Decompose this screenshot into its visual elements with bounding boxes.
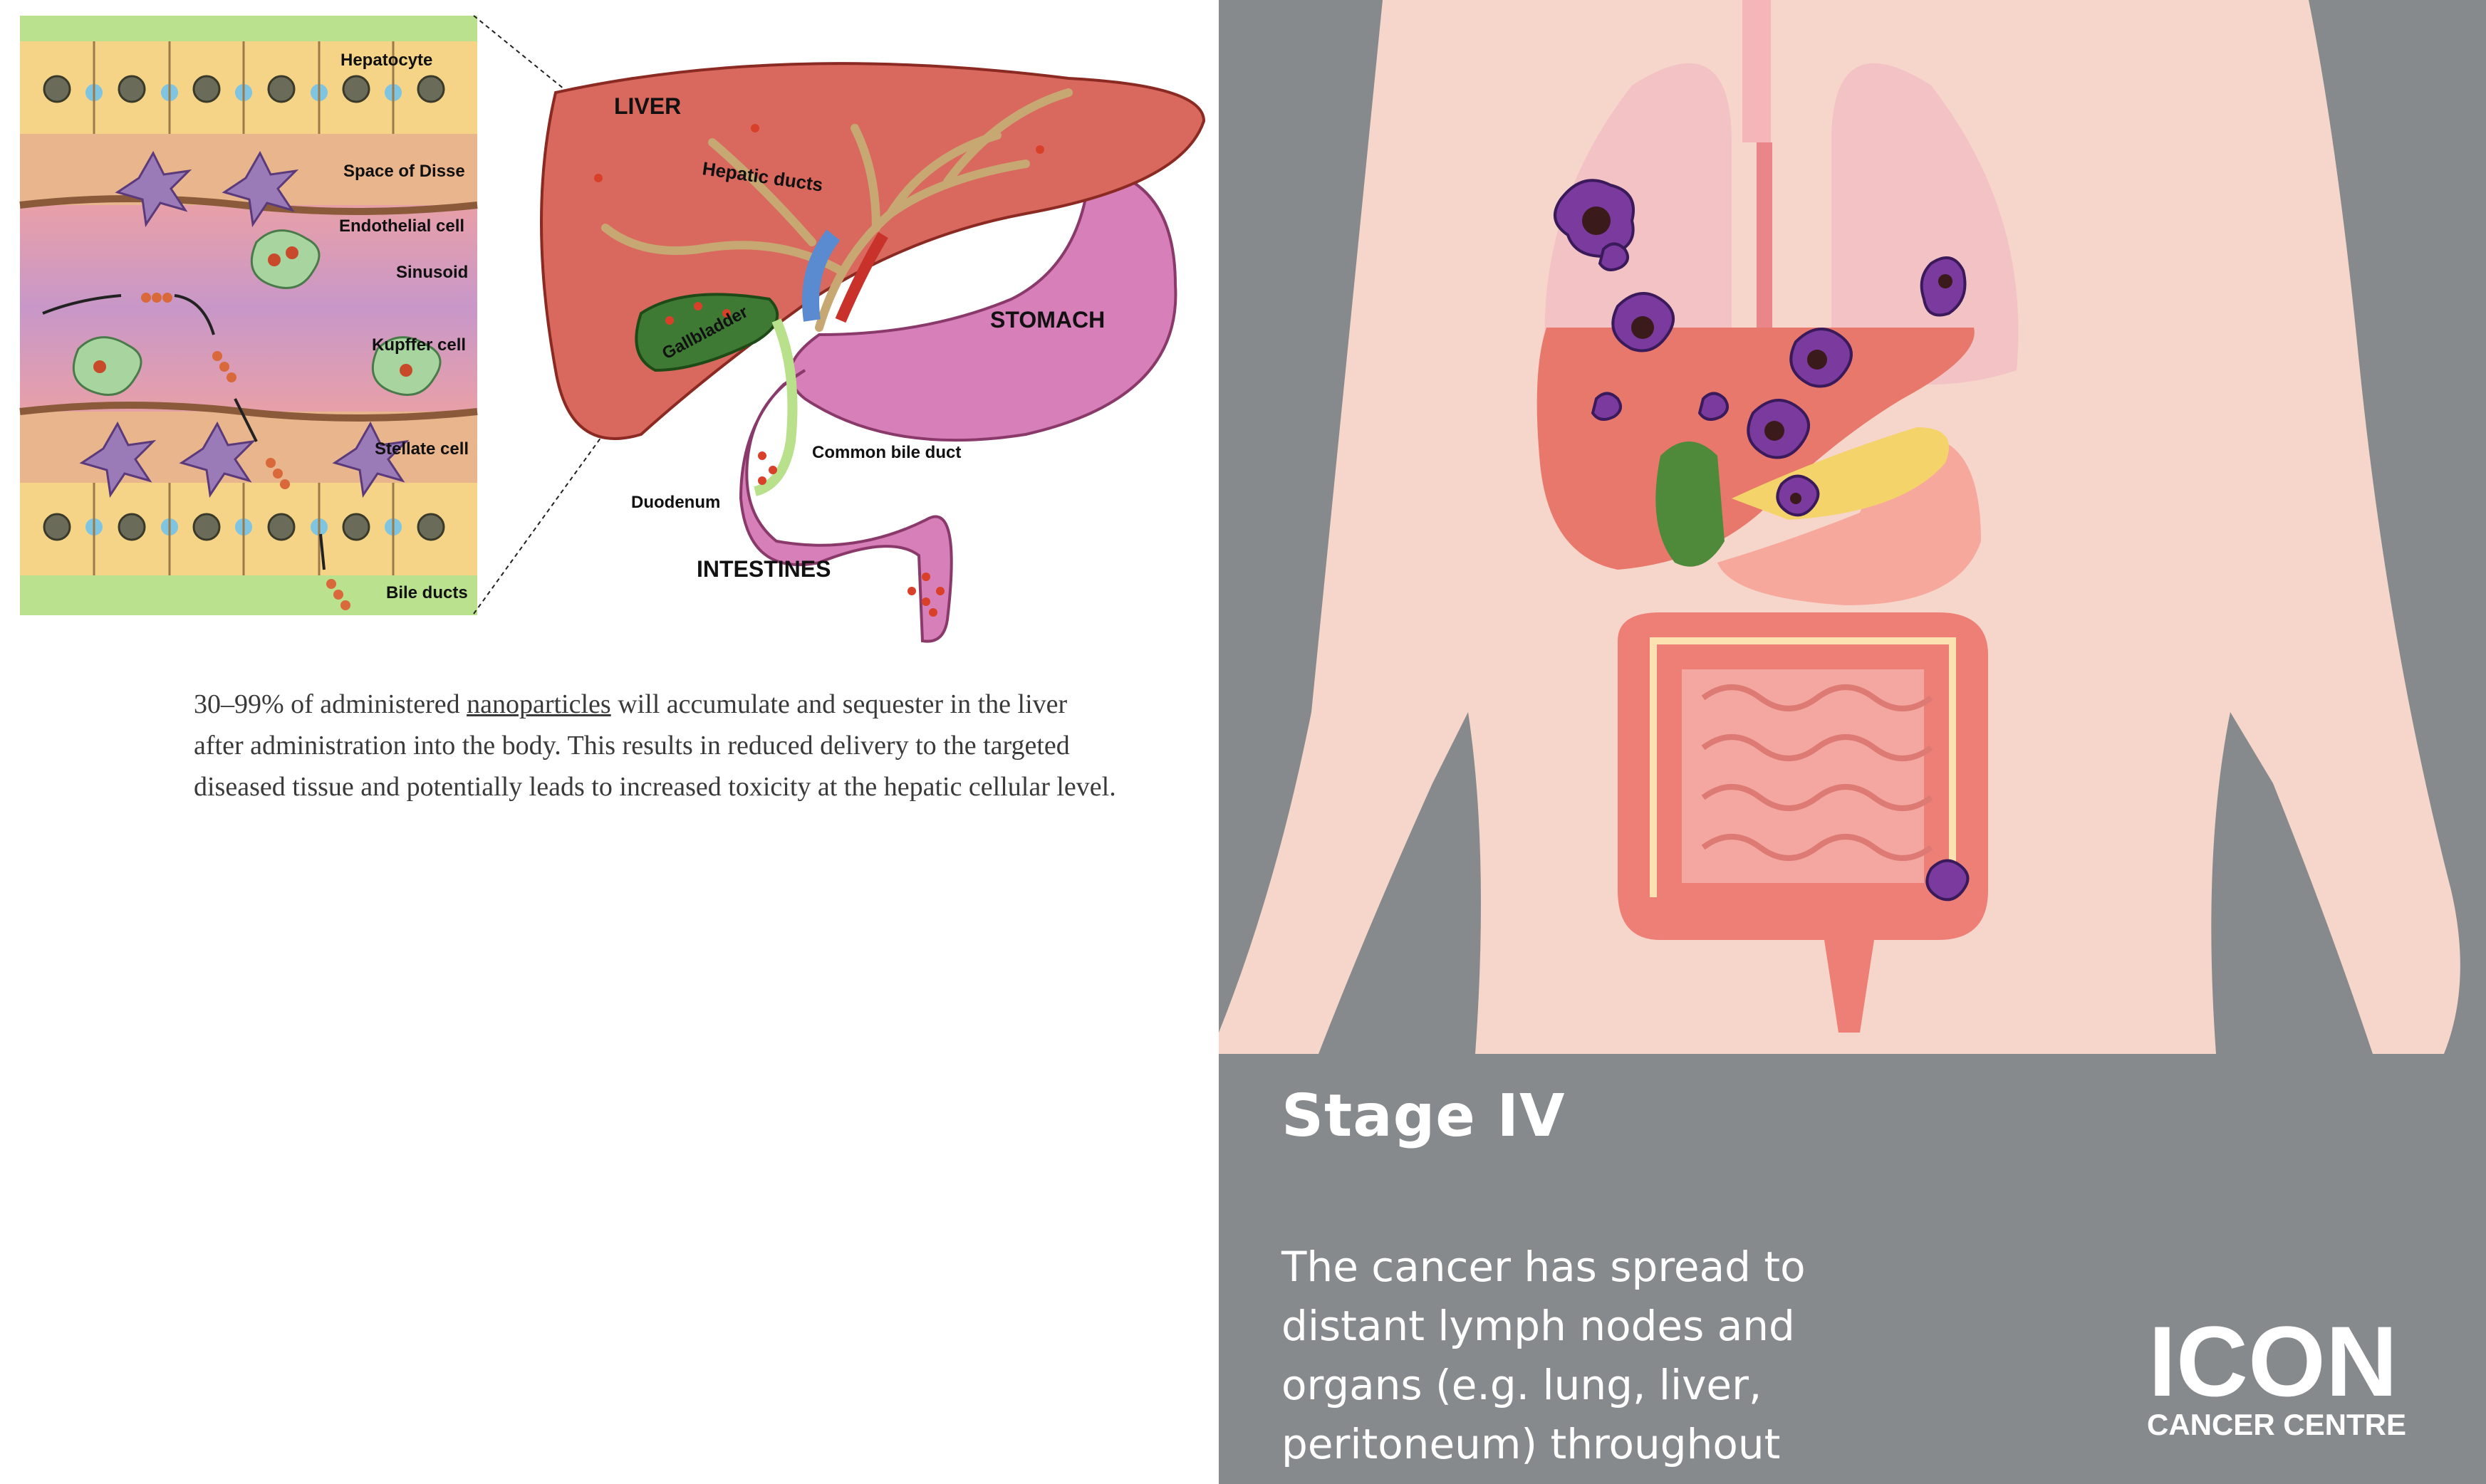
icon-cancer-centre-logo: ICON CANCER CENTRE: [2147, 1310, 2406, 1441]
label-intestines: INTESTINES: [697, 556, 831, 582]
cellular-inset: Hepatocyte Space of Disse Endothelial ce…: [19, 16, 478, 615]
nanoparticles-link[interactable]: nanoparticles: [467, 689, 611, 719]
label-duodenum: Duodenum: [631, 493, 720, 512]
logo-sub-text: CANCER CENTRE: [2147, 1408, 2406, 1441]
liver-anatomy-figure: Hepatocyte Space of Disse Endothelial ce…: [19, 15, 1206, 643]
stage-title: Stage IV: [1281, 1082, 1566, 1150]
gallbladder-shape: [635, 293, 779, 372]
label-endothelial-cell: Endothelial cell: [339, 216, 464, 236]
label-bile-ducts: Bile ducts: [386, 583, 468, 602]
stage-description: The cancer has spread to distant lymph n…: [1281, 1243, 1806, 1468]
label-stomach: STOMACH: [990, 307, 1105, 333]
organ-diagram: LIVER Hepatic ducts Gallbladder STOMACH …: [540, 62, 1206, 643]
stomach-shape: [789, 165, 1177, 442]
label-liver: LIVER: [614, 93, 681, 119]
label-sinusoid: Sinusoid: [396, 263, 468, 282]
body-illustration: [1219, 0, 2460, 1054]
label-space-of-disse: Space of Disse: [343, 162, 465, 181]
stage-info-panel: Stage IV The cancer has spread to distan…: [1219, 0, 2486, 1484]
article-paragraph: 30–99% of administered nanoparticles wil…: [194, 684, 1120, 808]
paragraph-text-end: will accumulate and sequester in the liv…: [194, 689, 1116, 802]
label-kupffer-cell: Kupffer cell: [372, 335, 466, 355]
small-intestine: [1682, 669, 1924, 883]
label-common-bile-duct: Common bile duct: [812, 443, 961, 462]
label-hepatocyte: Hepatocyte: [340, 51, 432, 70]
logo-main-text: ICON: [2148, 1310, 2398, 1417]
paragraph-text-start: 30–99% of administered: [194, 689, 467, 719]
label-stellate-cell: Stellate cell: [375, 439, 469, 459]
